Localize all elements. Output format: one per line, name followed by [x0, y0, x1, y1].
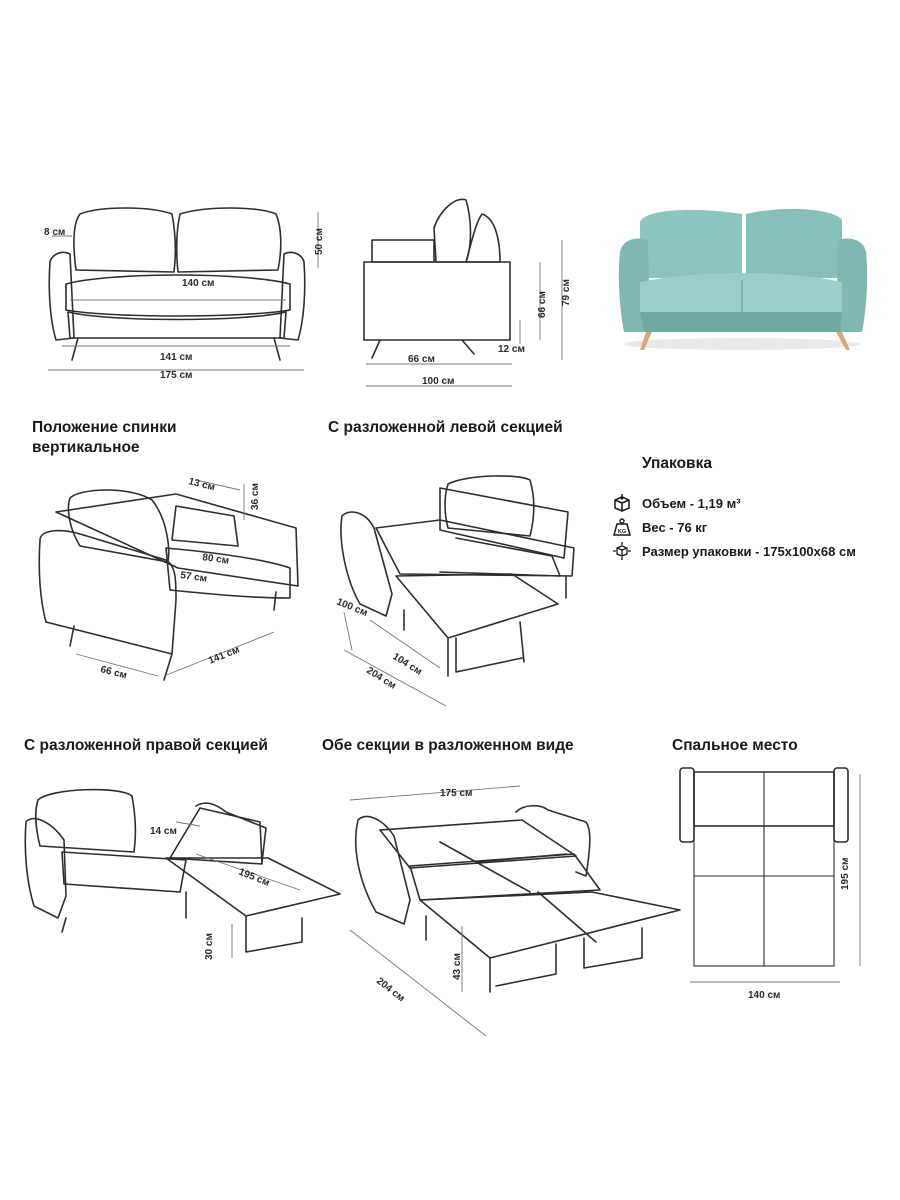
dim-front-inner: 141 см — [160, 352, 192, 363]
dim-iso-seat-d: 57 см — [180, 570, 208, 585]
heading-both-sections: Обе секции в разложенном виде — [322, 737, 574, 754]
dim-side-depth: 100 см — [422, 376, 454, 387]
dim-iso-pillow: 13 см — [187, 476, 216, 493]
dim-right-pillow: 14 см — [150, 826, 177, 837]
dim-right-height: 30 см — [204, 933, 215, 960]
heading-sleeping-place: Спальное место — [672, 737, 798, 754]
iso-left-section-drawing: 100 см 104 см 204 см — [335, 475, 575, 707]
heading-back-vertical-line2: вертикальное — [32, 439, 140, 456]
dim-iso-seat-w: 80 см — [202, 552, 230, 567]
heading-back-vertical-line1: Положение спинки — [32, 419, 177, 436]
dim-front-total: 175 см — [160, 370, 192, 381]
box-volume-icon — [612, 494, 632, 512]
dim-both-height: 43 см — [452, 953, 463, 980]
packaging-weight: KG Вес - 76 кг — [612, 518, 707, 536]
dim-front-arm: 8 см — [44, 227, 65, 238]
dim-iso-back-h: 36 см — [250, 483, 261, 510]
heading-left-section: С разложенной левой секцией — [328, 419, 563, 436]
dim-iso-width: 141 см — [207, 644, 241, 666]
iso-back-vertical-drawing: 13 см 36 см 80 см 57 см 66 см 141 см — [38, 476, 299, 681]
weight-icon: KG — [612, 518, 632, 536]
heading-right-section: С разложенной правой секцией — [24, 737, 268, 754]
packaging-volume-text: Объем - 1,19 м³ — [642, 495, 741, 511]
dim-side-total-h: 79 см — [561, 279, 572, 306]
dim-side-seat-depth: 66 см — [408, 354, 435, 365]
packaging-size: Размер упаковки - 175x100x68 см — [612, 542, 856, 560]
front-view-drawing: 140 см 141 см 175 см 8 см 50 см — [44, 207, 325, 381]
svg-text:KG: KG — [618, 529, 626, 535]
bed-top-view-drawing: 195 см 140 см — [679, 767, 861, 1001]
dim-side-seat-h: 66 см — [537, 291, 548, 318]
dim-left-total: 204 см — [364, 665, 397, 692]
sofa-photo — [618, 208, 868, 350]
side-view-drawing: 66 см 100 см 12 см 66 см 79 см — [363, 198, 572, 387]
iso-both-sections-drawing: 175 см 43 см 204 см — [349, 785, 681, 1037]
dim-both-width: 175 см — [440, 788, 472, 799]
dim-left-depth: 100 см — [335, 597, 369, 619]
dim-bed-width: 140 см — [748, 990, 780, 1001]
dim-right-length: 195 см — [237, 867, 271, 889]
heading-packaging: Упаковка — [642, 455, 712, 472]
packaging-volume: Объем - 1,19 м³ — [612, 494, 741, 512]
dim-left-ext: 104 см — [390, 651, 423, 678]
dim-side-leg: 12 см — [498, 344, 525, 355]
dim-both-total: 204 см — [374, 976, 406, 1005]
packaging-weight-text: Вес - 76 кг — [642, 519, 708, 535]
iso-right-section-drawing: 14 см 195 см 30 см — [24, 788, 341, 960]
package-size-icon — [612, 542, 632, 560]
packaging-size-text: Размер упаковки - 175x100x68 см — [642, 543, 856, 559]
dim-front-seat: 140 см — [182, 278, 214, 289]
dim-front-back: 50 см — [314, 228, 325, 255]
dim-bed-length: 195 см — [840, 858, 851, 890]
